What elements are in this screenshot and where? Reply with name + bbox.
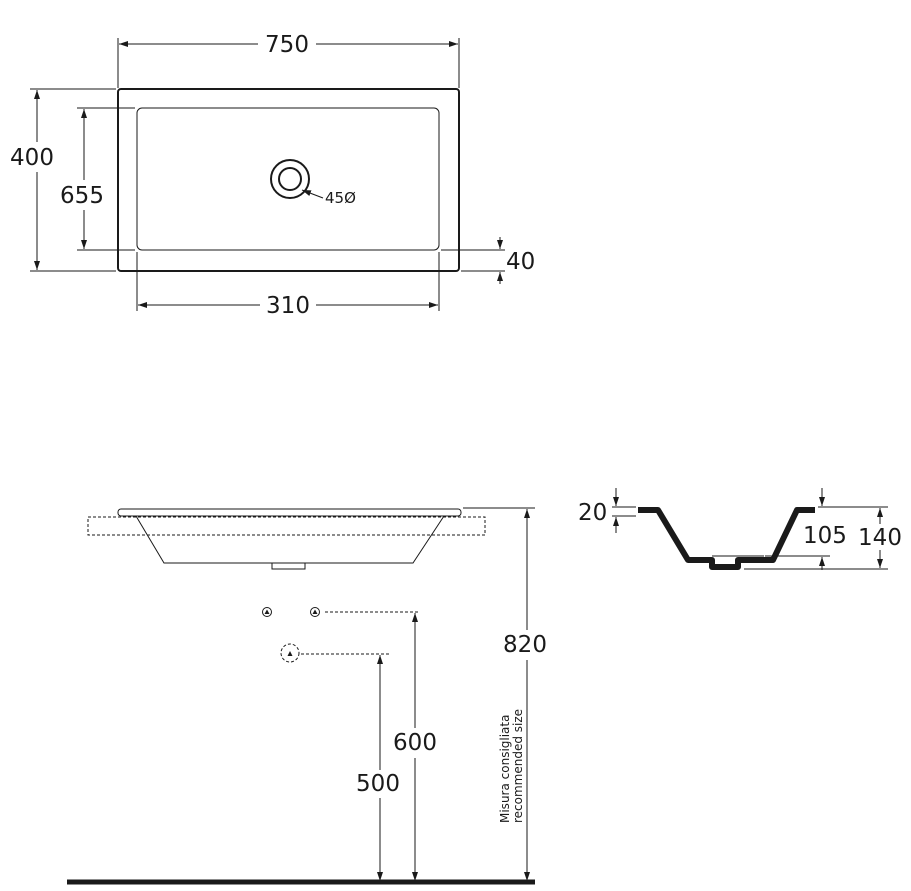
recommended-size-note-it: Misura consigliata xyxy=(498,715,512,823)
drain-outer-circle xyxy=(270,159,310,199)
dim-height-total-label: 820 xyxy=(503,632,547,658)
tap-left-icon xyxy=(262,607,272,617)
dim-bowl-depth-label: 105 xyxy=(803,523,847,549)
dim-drain-height-label: 500 xyxy=(356,771,400,797)
tap-right-icon xyxy=(310,607,320,617)
basin-rim xyxy=(117,508,462,517)
drain-spigot xyxy=(271,563,306,570)
dim-depth-label: 400 xyxy=(10,145,54,171)
bowl-outline xyxy=(136,107,440,251)
dim-tap-height-label: 600 xyxy=(393,730,437,756)
dim-rim-label: 40 xyxy=(506,249,535,275)
basin-outline xyxy=(117,88,460,272)
countertop-outline xyxy=(87,516,486,536)
dim-rim-thickness-label: 20 xyxy=(578,500,607,526)
basin-section-profile xyxy=(638,507,815,570)
drain-outlet-icon xyxy=(280,643,300,663)
drain-inner-circle xyxy=(278,167,302,191)
dim-width-label: 750 xyxy=(265,32,309,58)
top-view: 45Ø 750 400 655 310 40 xyxy=(10,32,535,319)
dim-inner-width-label: 310 xyxy=(266,293,310,319)
recommended-size-note-en: recommended size xyxy=(511,709,525,823)
dim-drain-label: 45Ø xyxy=(325,189,356,207)
dim-inner-depth-label: 655 xyxy=(60,183,104,209)
section-view: 20 105 140 xyxy=(578,488,902,570)
side-view: 600 500 820 Misura consigliata recommend… xyxy=(67,507,547,885)
dim-total-depth-label: 140 xyxy=(858,525,902,551)
basin-body xyxy=(135,515,445,564)
